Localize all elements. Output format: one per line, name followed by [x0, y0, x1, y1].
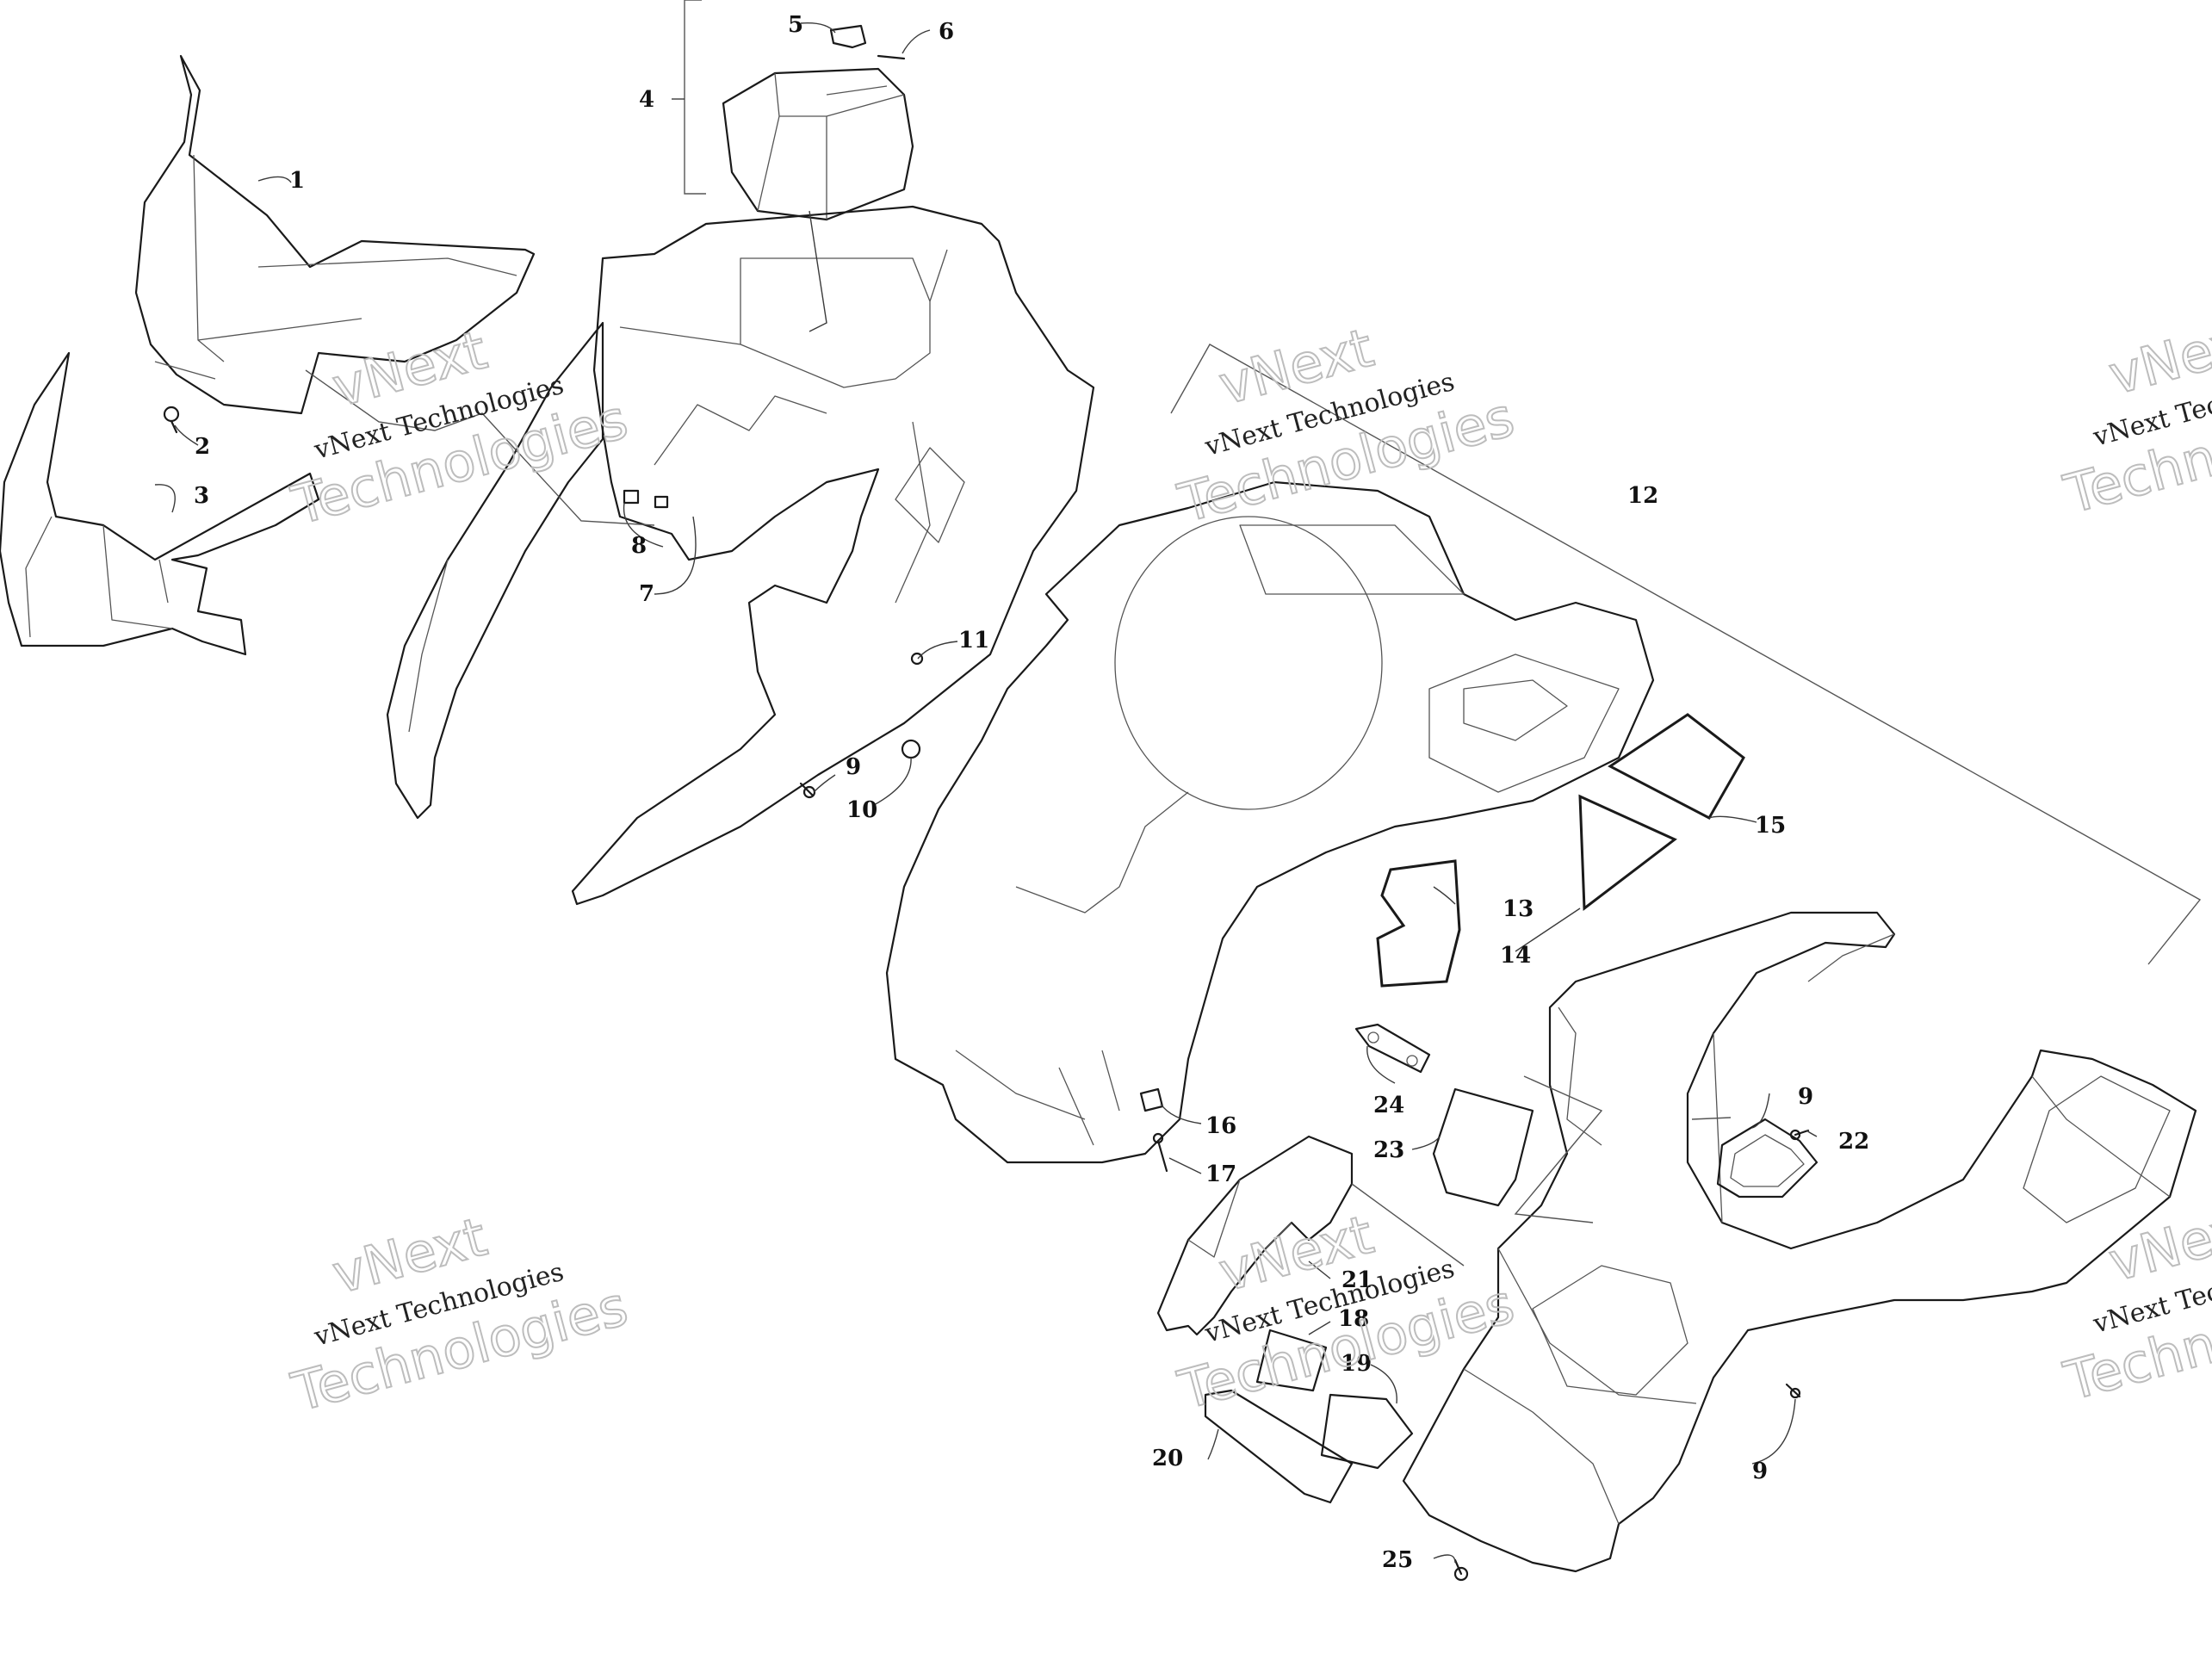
part-2-fastener: [163, 406, 180, 434]
lower-tub-belly-pan: [1402, 911, 2197, 1573]
callout-7: 7: [639, 581, 654, 607]
part-6-pin: [877, 54, 906, 60]
part-9-screw-a: [799, 782, 816, 799]
watermark-3: vNext vNext Technologies Technologies: [2057, 305, 2212, 527]
watermark-4: vNext vNext Technologies Technologies: [285, 1205, 635, 1425]
main-upper-fairing: [571, 205, 1095, 906]
callout-21: 21: [1341, 1267, 1372, 1293]
part-8-clips: [623, 489, 669, 509]
part-9-screw-c: [1785, 1383, 1801, 1399]
callout-23: 23: [1373, 1137, 1404, 1163]
watermark-6: vNext vNext Technologies Technologies: [2057, 1192, 2212, 1414]
part-19-foam-block: [1320, 1393, 1414, 1470]
watermark-5: vNext vNext Technologies Technologies: [1171, 1202, 1521, 1422]
callout-15: 15: [1755, 813, 1786, 839]
callout-16: 16: [1205, 1113, 1236, 1139]
callout-20: 20: [1152, 1446, 1183, 1471]
callout-9-b: 9: [1798, 1084, 1813, 1110]
part-15-decal: [1608, 713, 1745, 820]
bracket-group-4: [684, 0, 706, 195]
part-9-screw-b: [1789, 1129, 1810, 1141]
part-10-fastener: [901, 739, 921, 759]
part-23-pad: [1432, 1087, 1534, 1207]
callout-8: 8: [631, 533, 647, 559]
callout-13: 13: [1503, 896, 1534, 922]
part-14-decal: [1578, 794, 1677, 911]
part-16-clip: [1139, 1087, 1164, 1112]
callout-4: 4: [639, 87, 654, 113]
part-18-seal: [1255, 1329, 1328, 1392]
callout-6: 6: [939, 19, 954, 45]
callout-1: 1: [289, 168, 305, 194]
callout-18: 18: [1338, 1306, 1369, 1332]
part-21-duct: [1156, 1135, 1354, 1336]
callout-5: 5: [788, 12, 803, 38]
callout-12: 12: [1627, 483, 1658, 509]
callout-22: 22: [1838, 1129, 1869, 1155]
part-17-screw: [1152, 1132, 1168, 1173]
left-side-panel: [386, 321, 604, 820]
callouts: 1 2 3 4 5 6 7 8 9 10 11 12 13 14 15 16 1…: [194, 12, 1869, 1573]
leader-lines: [154, 22, 1818, 1564]
part-22-access-door: [1716, 1118, 1819, 1199]
part-1-upper-hood-panel: [134, 54, 536, 415]
part-12-main-body: [885, 480, 1655, 1164]
callout-14: 14: [1500, 943, 1531, 969]
watermark-2: vNext vNext Technologies Technologies: [1171, 315, 1521, 536]
watermark-3-top: vNext: [2103, 306, 2212, 406]
part-3-front-nose-panel: [0, 351, 320, 656]
callout-3: 3: [194, 483, 209, 509]
callout-2: 2: [195, 434, 210, 460]
part-20-foam-strip: [1204, 1389, 1354, 1504]
part-24-bracket: [1354, 1023, 1431, 1074]
callout-17: 17: [1205, 1161, 1236, 1187]
callout-25: 25: [1382, 1547, 1413, 1573]
callout-11: 11: [958, 628, 989, 653]
bracket-group-12: [1170, 344, 2202, 965]
part-11-grommet: [910, 652, 924, 666]
part-13-decal: [1376, 859, 1461, 988]
part-25-screw: [1453, 1558, 1469, 1582]
part-4-glove-box: [722, 67, 914, 221]
callout-10: 10: [846, 797, 877, 823]
part-5-latch: [829, 24, 867, 49]
callout-9-a: 9: [846, 754, 861, 780]
callout-24: 24: [1373, 1093, 1404, 1118]
callout-19: 19: [1341, 1351, 1372, 1377]
callout-9-c: 9: [1752, 1459, 1768, 1484]
